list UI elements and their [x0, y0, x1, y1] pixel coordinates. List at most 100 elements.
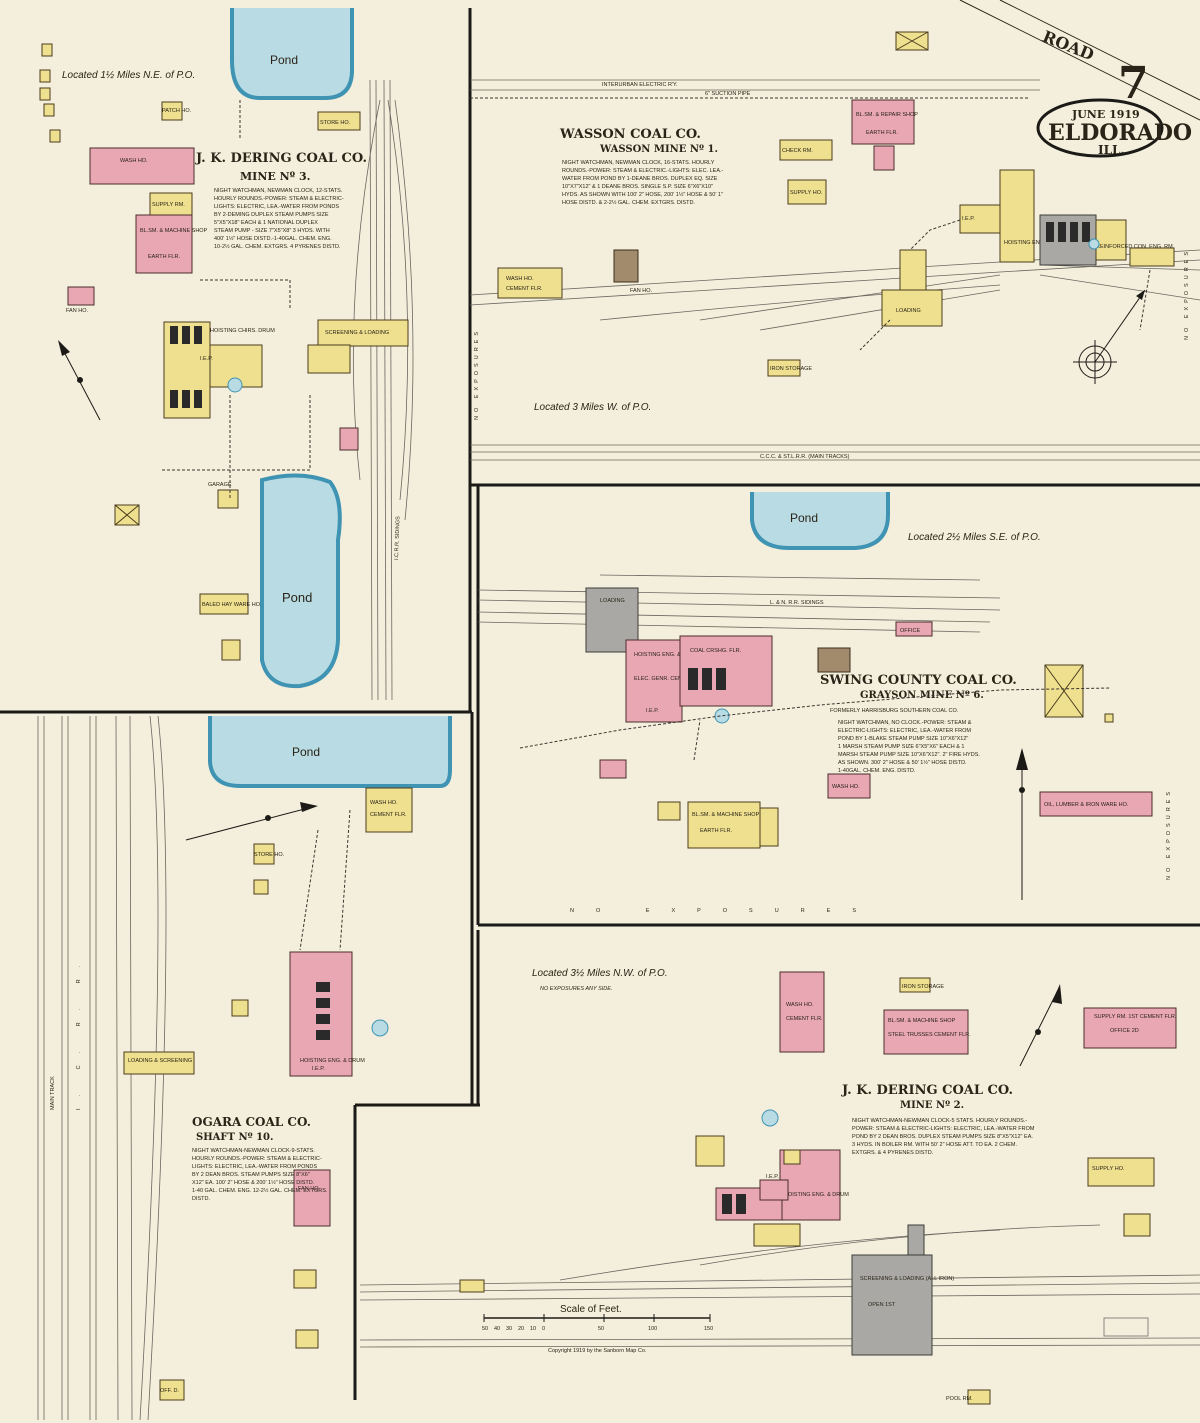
location-note: Located 3½ Miles N.W. of P.O. — [532, 968, 668, 979]
screening-loading-tipple — [851, 1254, 933, 1356]
svg-text:STEAM PUMP - SIZE 7"X5"X8" 3 H: STEAM PUMP - SIZE 7"X5"X8" 3 HYDS. WITH — [214, 228, 330, 234]
location-note: Located 2½ Miles S.E. of P.O. — [908, 532, 1041, 543]
svg-text:10"X7"X12" & 1 DEANE BROS. SIN: 10"X7"X12" & 1 DEANE BROS. SINGLE S.P. S… — [562, 184, 713, 190]
north-arrow — [58, 340, 101, 421]
iron-storage — [767, 359, 801, 377]
svg-text:BL.SM. & REPAIR SHOP: BL.SM. & REPAIR SHOP — [856, 112, 918, 118]
svg-text:BY 2-DEMING DUPLEX STEAM PUMPS: BY 2-DEMING DUPLEX STEAM PUMPS SIZE — [214, 212, 329, 218]
north-arrow — [185, 802, 318, 841]
svg-text:SUPPLY HO.: SUPPLY HO. — [1092, 1166, 1125, 1172]
svg-text:BL.SM. & MACHINE SHOP: BL.SM. & MACHINE SHOP — [692, 812, 760, 818]
hoisting-engine-drum — [625, 639, 683, 723]
svg-text:WASH HO.: WASH HO. — [832, 784, 860, 790]
svg-text:HOISTING ENG. & DRUM: HOISTING ENG. & DRUM — [1004, 240, 1069, 246]
protection-notes: NIGHT WATCHMAN-NEWMAN CLOCK-5 STATS. HOU… — [852, 1118, 1035, 1156]
svg-text:HOISTING CHIRS. DRUM: HOISTING CHIRS. DRUM — [210, 328, 275, 334]
svg-text:1 MARSH STEAM PUMP SIZE 6"X5"X: 1 MARSH STEAM PUMP SIZE 6"X5"X6" EACH & … — [838, 744, 965, 750]
blacksmith-machine-shop — [135, 214, 193, 274]
office — [159, 1379, 185, 1401]
panel-wasson-coal: INTERURBAN ELECTRIC R'Y. 6" SUCTION PIPE… — [469, 31, 1200, 461]
svg-text:COAL CRSHG. FLR.: COAL CRSHG. FLR. — [690, 648, 742, 654]
north-arrow — [1019, 984, 1062, 1067]
pond-label: Pond — [270, 53, 298, 67]
svg-text:IRON STORAGE: IRON STORAGE — [770, 366, 812, 372]
svg-text:LIGHTS: ELECTRIC, LEA.-WATER F: LIGHTS: ELECTRIC, LEA.-WATER FROM PONDS — [192, 1164, 317, 1170]
svg-text:EARTH FLR.: EARTH FLR. — [866, 130, 898, 136]
svg-text:FAN HO.: FAN HO. — [630, 288, 652, 294]
wash-house — [827, 773, 871, 799]
road-edge — [999, 0, 1200, 101]
svg-text:OPEN 1ST: OPEN 1ST — [868, 1302, 896, 1308]
svg-text:5"X5"X18" EACH & 1 NATIONAL DU: 5"X5"X18" EACH & 1 NATIONAL DUPLEX — [214, 220, 318, 226]
wash-house — [89, 147, 195, 185]
north-arrow — [1016, 748, 1028, 900]
screening-loading — [317, 319, 409, 347]
svg-text:1-40GAL. CHEM. ENG. DISTD.: 1-40GAL. CHEM. ENG. DISTD. — [838, 768, 916, 774]
svg-text:EARTH FLR.: EARTH FLR. — [700, 828, 732, 834]
sheet-header: ROAD 7 JUNE 1919 ELDORADO ILL. — [959, 0, 1200, 158]
svg-text:ELECTRIC-LIGHTS: ELECTRIC, LEA: ELECTRIC-LIGHTS: ELECTRIC, LEA.-WATER FR… — [838, 728, 971, 734]
company-name: SWING COUNTY COAL CO. — [820, 673, 1017, 688]
svg-text:BL.SM. & MACHINE SHOP: BL.SM. & MACHINE SHOP — [888, 1018, 956, 1024]
water-tank — [227, 377, 243, 393]
svg-text:CEMENT FLR.: CEMENT FLR. — [370, 812, 407, 818]
exposure-note: NO EXPOSURES ANY SIDE. — [540, 986, 612, 992]
svg-text:REINFORCED CON. ENG. RM.: REINFORCED CON. ENG. RM. — [1096, 244, 1175, 250]
svg-text:I. C. R. R.: I. C. R. R. — [76, 954, 82, 1110]
svg-text:EXTGRS. & 4 PYRENES DISTD.: EXTGRS. & 4 PYRENES DISTD. — [852, 1150, 934, 1156]
protection-notes: NIGHT WATCHMAN, NO CLOCK.-POWER: STEAM &… — [838, 720, 980, 774]
fan-house — [613, 249, 639, 283]
svg-text:HYDS. AS SHOWN WITH 100' 2" HO: HYDS. AS SHOWN WITH 100' 2" HOSE, 200' 1… — [562, 191, 723, 198]
scale-bar: Scale of Feet. 50 40 30 20 10 0 50 100 1… — [482, 1304, 713, 1354]
company-name: WASSON COAL CO. — [559, 127, 701, 142]
panel-swing-county-coal: Pond Located 2½ Miles S.E. of P.O. L. & … — [477, 492, 1172, 914]
tracks-label: L. & N. R.R. SIDINGS — [770, 600, 824, 606]
svg-text:LOADING: LOADING — [896, 308, 921, 314]
wash-house — [497, 267, 563, 299]
pond — [208, 716, 452, 788]
protection-notes: NIGHT WATCHMAN, NEWMAN CLOCK, 12-STATS. … — [214, 188, 344, 250]
wash-house — [365, 787, 413, 833]
svg-text:NIGHT WATCHMAN, NO CLOCK.-POWE: NIGHT WATCHMAN, NO CLOCK.-POWER: STEAM & — [838, 720, 972, 726]
patch-house — [161, 101, 183, 121]
hoisting-engine-drum — [999, 169, 1035, 263]
svg-text:100: 100 — [648, 1326, 657, 1332]
ccc-tracks-label: C.C.C. & ST.L.R.R. (MAIN TRACKS) — [760, 454, 850, 460]
panel-dering-mine-2: Located 3½ Miles N.W. of P.O. NO EXPOSUR… — [359, 968, 1200, 1405]
main-track-label: MAIN TRACK — [50, 1076, 56, 1110]
pool-room — [967, 1389, 991, 1405]
baled-hay-warehouse — [199, 593, 249, 615]
svg-text:ELEC. GENR. CEMENT FLR.: ELEC. GENR. CEMENT FLR. — [634, 676, 707, 682]
location-note: Located 3 Miles W. of P.O. — [534, 402, 651, 413]
svg-text:OFF. D.: OFF. D. — [160, 1388, 179, 1394]
svg-text:NO EXPOSURES: NO EXPOSURES — [474, 328, 480, 420]
svg-text:OIL, LUMBER & IRON WARE HO.: OIL, LUMBER & IRON WARE HO. — [1044, 802, 1129, 808]
pond-top — [230, 8, 354, 100]
title-cartouche — [1036, 98, 1164, 158]
svg-text:OFFICE: OFFICE — [900, 628, 920, 634]
svg-text:HOISTING ENG. & DRUM: HOISTING ENG. & DRUM — [784, 1192, 849, 1198]
blacksmith-machine-shop — [883, 1009, 969, 1055]
svg-text:HOURLY ROUNDS.-POWER: STEAM &: HOURLY ROUNDS.-POWER: STEAM & ELECTRIC- — [192, 1156, 322, 1162]
pond-middle — [260, 473, 342, 689]
svg-text:NO EXPOSURES: NO EXPOSURES — [1166, 788, 1172, 880]
svg-text:WATER FROM POND BY 1-DEANE BRO: WATER FROM POND BY 1-DEANE BROS. DUPLEX … — [562, 176, 718, 182]
store-house — [317, 111, 361, 131]
panel-ogara-coal: Pond MAIN TRACK I. C. R. R. WASH HO. CEM… — [37, 715, 452, 1421]
svg-text:NIGHT WATCHMAN-NEWMAN CLOCK-5: NIGHT WATCHMAN-NEWMAN CLOCK-5 STATS. HOU… — [852, 1118, 1027, 1124]
oil-lumber-warehouse — [1039, 791, 1153, 817]
svg-text:HOURLY ROUNDS.-POWER: STEAM &: HOURLY ROUNDS.-POWER: STEAM & ELECTRIC- — [214, 196, 344, 202]
svg-text:HOISTING ENG. & DRUM: HOISTING ENG. & DRUM — [300, 1058, 365, 1064]
svg-text:NO EXPOSURES: NO EXPOSURES — [570, 908, 878, 914]
svg-text:I.E.P.: I.E.P. — [962, 216, 975, 222]
svg-text:HOSE DISTD. & 2-2½ GAL. CHEM.: HOSE DISTD. & 2-2½ GAL. CHEM. EXTGRS. DI… — [562, 199, 695, 206]
tracks-label: I.C.R.R. SIDINGS — [394, 516, 402, 560]
protection-notes: NIGHT WATCHMAN-NEWMAN CLOCK-9-STATS. HOU… — [192, 1148, 328, 1202]
mine-name: SHAFT Nº 10. — [196, 1132, 273, 1143]
svg-text:CHECK RM.: CHECK RM. — [782, 148, 813, 154]
loading — [881, 289, 943, 327]
garage — [217, 489, 239, 509]
fan-house — [67, 286, 95, 306]
svg-text:BALED HAY WARE HO.: BALED HAY WARE HO. — [202, 602, 262, 608]
main-tracks — [359, 1224, 1200, 1348]
